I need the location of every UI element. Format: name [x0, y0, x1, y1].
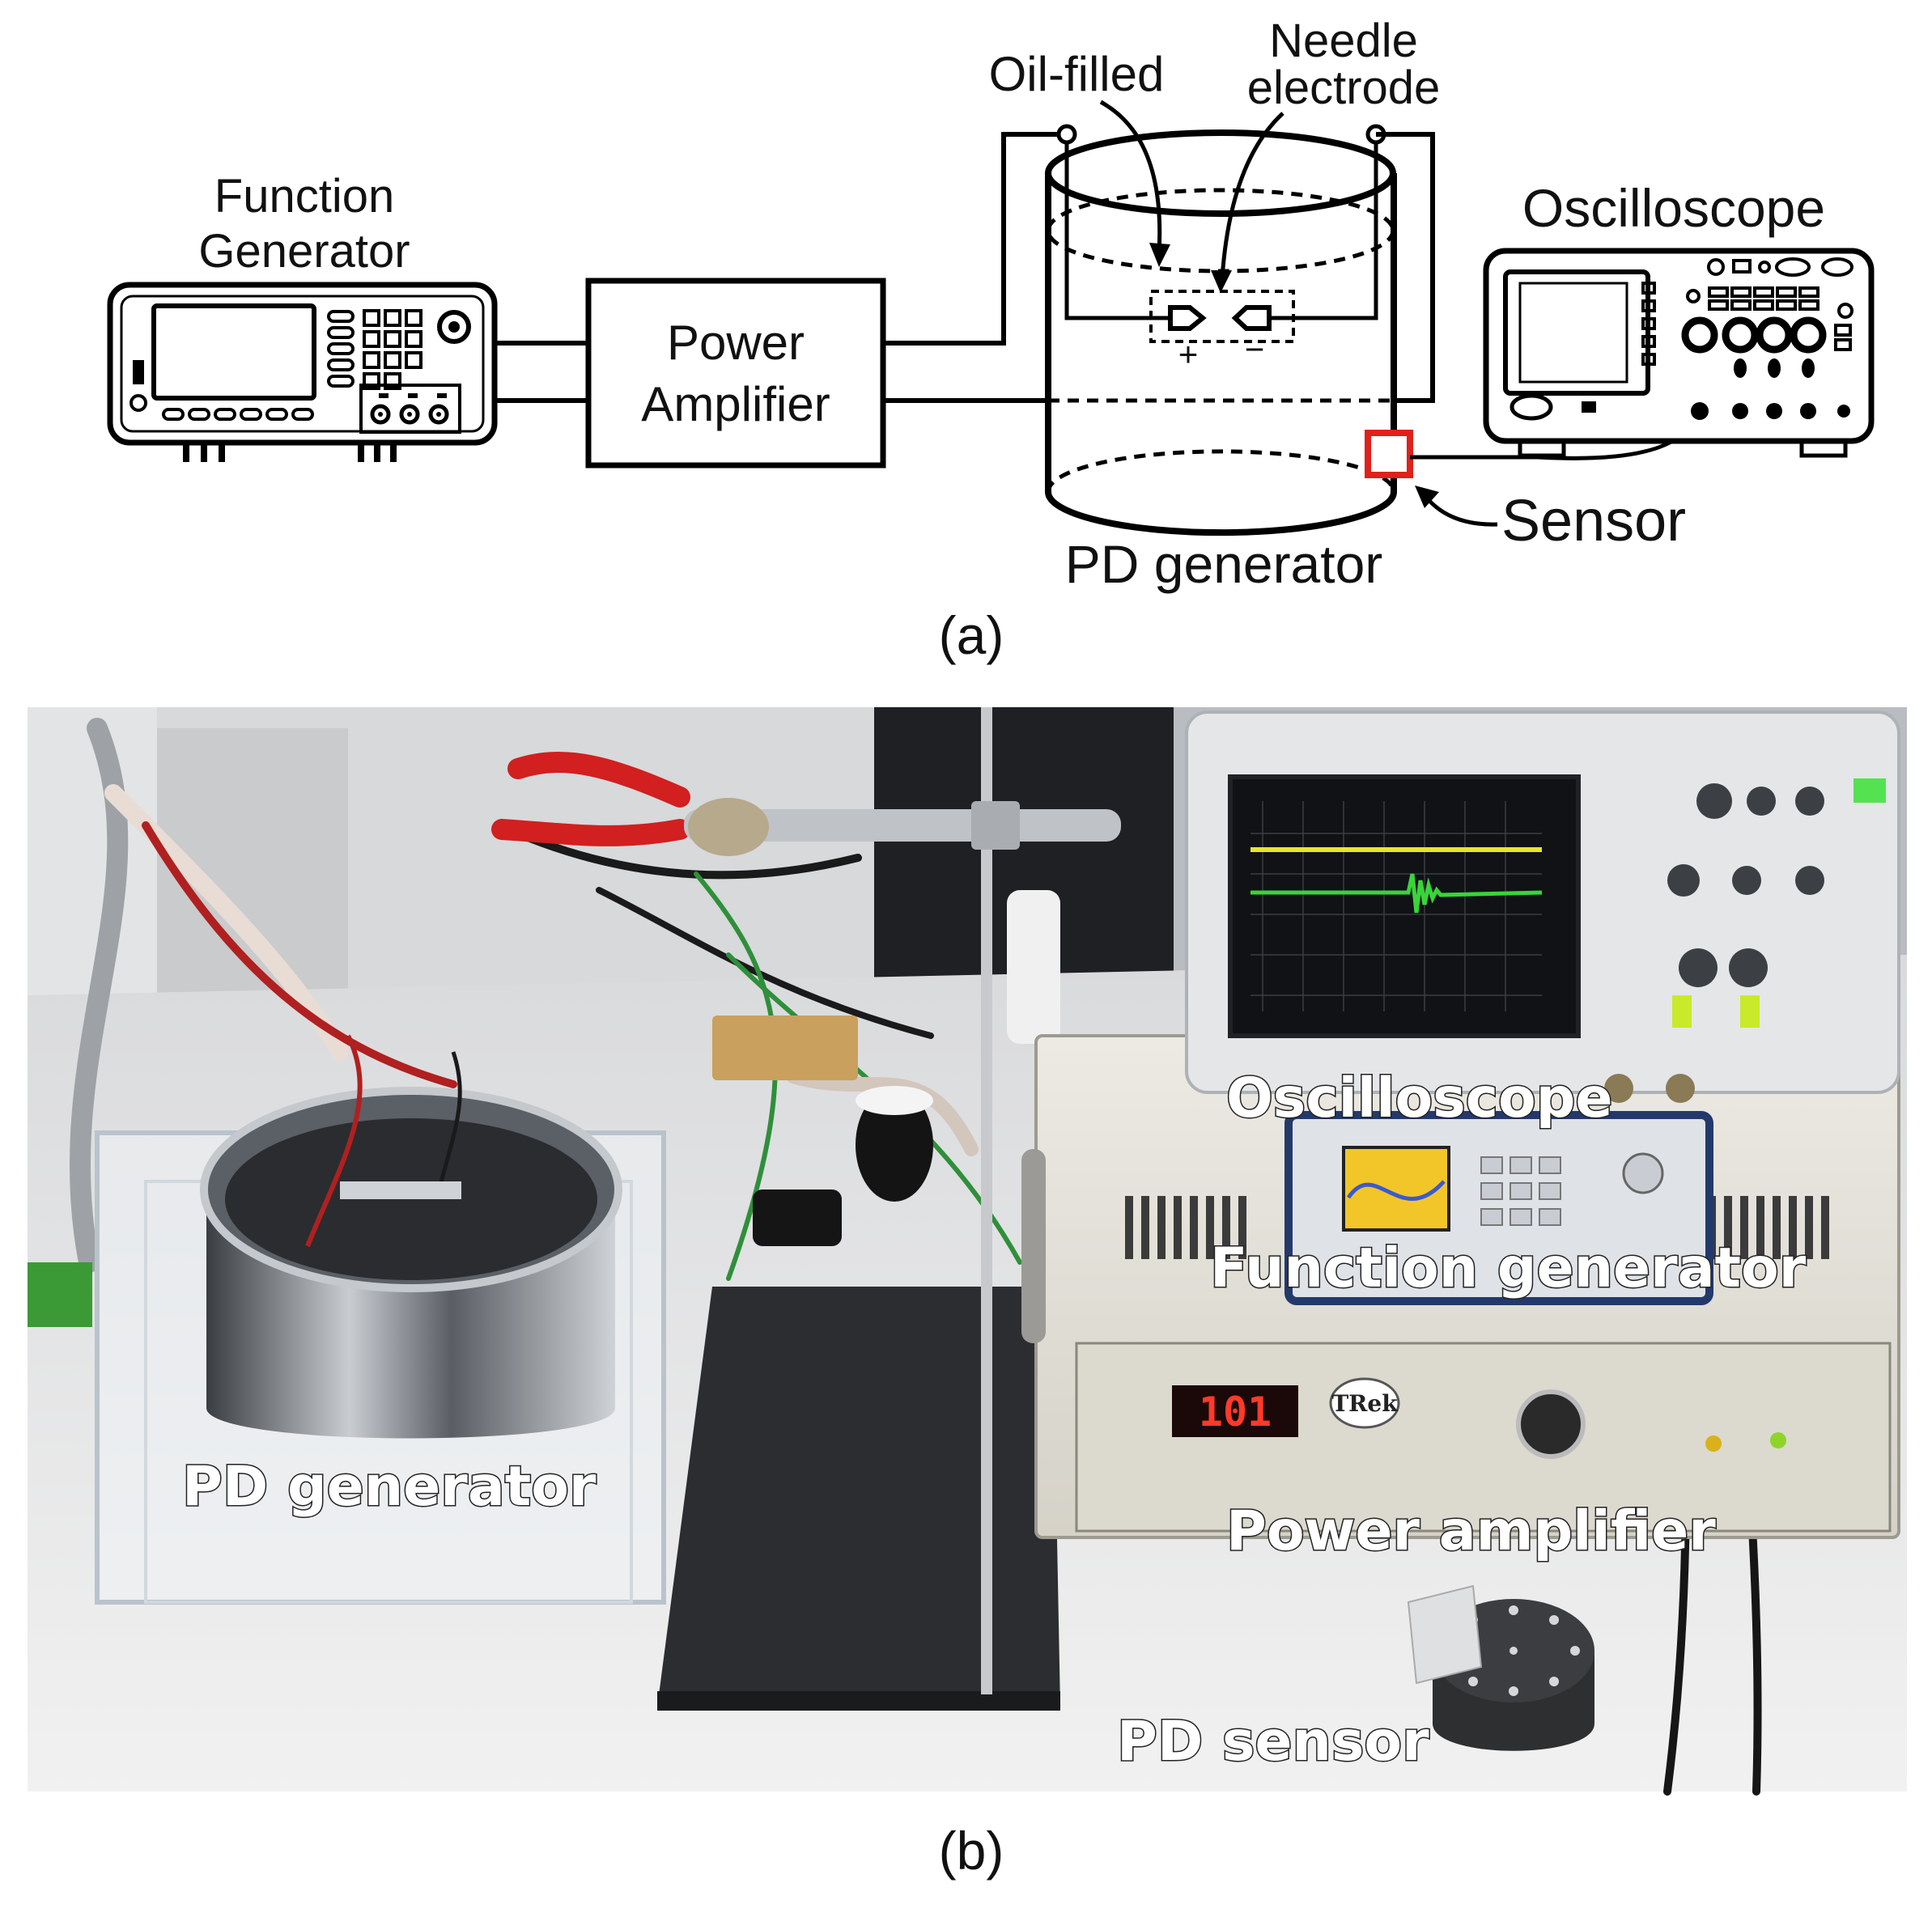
pd-sensor-photo: [1407, 1584, 1594, 1751]
sensor-label: Sensor: [1501, 489, 1686, 553]
wire-amplifier-to-pd-generator: [883, 132, 1064, 403]
function-generator-photo: [1284, 1111, 1713, 1305]
function-generator-label-line2: Generator: [198, 225, 410, 278]
needle-label-line2: electrode: [1247, 61, 1441, 114]
photo-label-pd-generator: PD generator: [182, 1455, 597, 1519]
plus-sign: +: [1178, 335, 1199, 373]
function-generator-device: [107, 282, 498, 462]
oscilloscope-label: Oscilloscope: [1522, 178, 1825, 238]
lab-stand: [657, 707, 1060, 1711]
power-amplifier-label-line1: Power: [667, 316, 805, 370]
caption-b: (b): [939, 1821, 1004, 1881]
photo-panel: 101 TRek: [28, 707, 1907, 1796]
sensor-arrowhead: [1415, 486, 1439, 508]
pd-generator-photo: [95, 1034, 666, 1605]
scope-trace-channel-2: [1250, 873, 1543, 914]
terminal-right: [1293, 124, 1435, 403]
needle-arrow: [1220, 112, 1284, 279]
caption-a: (a): [939, 605, 1004, 665]
oscilloscope-photo: [1185, 710, 1900, 1103]
wire-fg-to-amplifier: [495, 341, 588, 403]
needle-arrowhead: [1211, 270, 1232, 293]
sensor-arrow: [1423, 494, 1498, 527]
power-amplifier-box: [585, 278, 886, 469]
needle-electrode: [1149, 290, 1295, 343]
oscilloscope-device: [1483, 248, 1875, 458]
oil-filled-label: Oil-filled: [989, 47, 1165, 101]
pd-generator-label: PD generator: [1065, 534, 1383, 594]
power-amplifier-label-line2: Amplifier: [641, 377, 830, 431]
pd-generator-vessel: [1045, 129, 1397, 536]
terminal-left: [1056, 124, 1149, 320]
oil-filled-arrowhead: [1149, 243, 1170, 267]
schematic-panel: Function Generator Power Amplifier: [107, 15, 1875, 665]
function-generator-label-line1: Function: [214, 170, 394, 223]
photo-label-power-amplifier: Power amplifier: [1226, 1499, 1716, 1563]
oil-filled-arrow: [1099, 100, 1162, 253]
needle-label-line1: Needle: [1269, 15, 1418, 67]
amplifier-display-readout: 101: [1199, 1389, 1272, 1435]
photo-label-function-generator: Function generator: [1210, 1236, 1807, 1300]
photo-label-pd-sensor: PD sensor: [1117, 1710, 1429, 1774]
photo-label-oscilloscope: Oscilloscope: [1226, 1067, 1613, 1130]
sensor-marker: [1365, 430, 1413, 478]
amplifier-brand: TRek: [1331, 1390, 1398, 1417]
minus-sign: −: [1245, 330, 1265, 368]
